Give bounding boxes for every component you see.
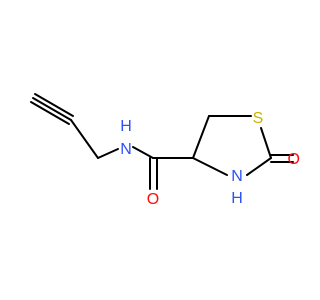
ring-c2-n3-bond	[246, 157, 272, 176]
molecule-canvas: N H S O O N H	[30, 93, 300, 208]
nitrogen-carbonyl-bond	[132, 146, 154, 159]
alkyne-triple-bond-c	[30, 101, 70, 125]
alkyne-triple-bond-a	[32, 97, 72, 121]
ring-nitrogen-label: N	[231, 168, 243, 185]
amide-hydrogen-label: H	[120, 118, 132, 135]
ring-sulfur-label: S	[253, 110, 264, 127]
alkyne-triple-bond-b	[34, 93, 74, 117]
molecule-structure: N H S O O N H	[30, 93, 300, 208]
ketone-oxygen-label: O	[288, 151, 300, 168]
ring-c4-c5-bond	[192, 115, 210, 159]
ring-nitrogen-hydrogen-label: H	[231, 190, 243, 207]
amide-nitrogen-label: N	[120, 141, 132, 158]
alkyne-ch2-bond	[70, 119, 99, 159]
ch2-nitrogen-bond	[97, 148, 119, 159]
ring-sulfur-c2-bond	[260, 127, 272, 159]
bonds	[30, 93, 294, 190]
amide-oxygen-label: O	[147, 191, 159, 208]
ring-n3-c4-bond	[192, 157, 228, 176]
atom-labels: N H S O O N H	[120, 110, 300, 208]
